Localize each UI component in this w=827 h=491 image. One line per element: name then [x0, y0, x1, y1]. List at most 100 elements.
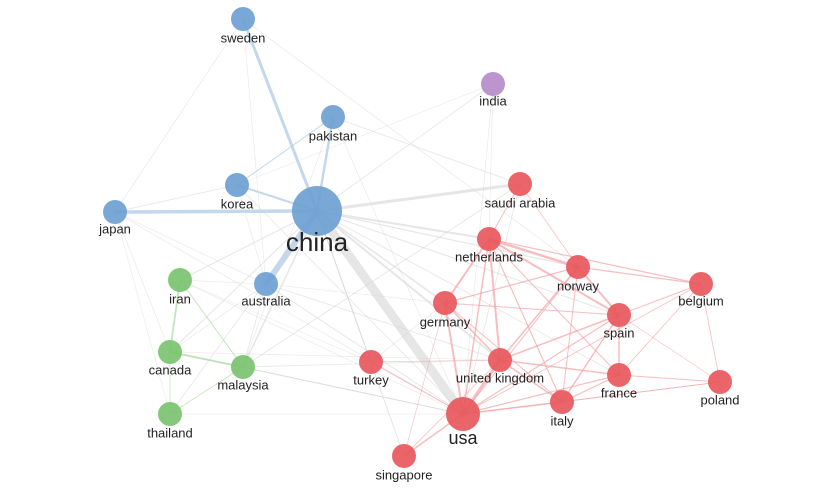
edge-netherlands-united_kingdom [488, 238, 501, 361]
edge-china-india [316, 83, 494, 212]
edge-netherlands-norway [487, 237, 580, 269]
edge-china-spain [316, 210, 620, 316]
node-usa[interactable] [446, 397, 480, 431]
label-pakistan: pakistan [309, 128, 357, 143]
label-norway: norway [557, 278, 599, 293]
label-singapore: singapore [375, 467, 432, 482]
edge-sweden-australia [242, 18, 267, 285]
edge-japan-usa [114, 211, 464, 415]
edge-china-usa [312, 206, 468, 419]
node-spain[interactable] [607, 303, 631, 327]
node-italy[interactable] [550, 390, 574, 414]
label-korea: korea [221, 196, 254, 211]
edge-canada-malaysia [169, 351, 244, 368]
edge-china-sweden [241, 17, 319, 213]
node-netherlands[interactable] [477, 227, 501, 251]
node-india[interactable] [481, 72, 505, 96]
edge-italy-poland [561, 381, 721, 403]
node-turkey[interactable] [359, 350, 383, 374]
edge-australia-usa [265, 283, 464, 415]
edge-saudi_arabia-malaysia [242, 183, 521, 368]
node-sweden[interactable] [231, 7, 255, 31]
label-saudi-arabia: saudi arabia [485, 195, 557, 210]
node-china[interactable] [292, 186, 342, 236]
node-thailand[interactable] [158, 402, 182, 426]
label-iran: iran [169, 291, 191, 306]
node-norway[interactable] [566, 255, 590, 279]
edge-china-japan [113, 209, 319, 214]
edge-netherlands-germany [444, 238, 490, 304]
edge-usa-belgium [462, 283, 702, 415]
label-china: china [286, 227, 349, 257]
network-nodes [103, 7, 732, 468]
edge-usa-germany [444, 302, 464, 415]
node-australia[interactable] [254, 272, 278, 296]
network-labels: chinaswedenpakistankoreajapanaustraliain… [98, 30, 739, 482]
edge-korea-australia [236, 184, 267, 285]
edge-netherlands-spain [488, 238, 620, 316]
node-canada[interactable] [158, 340, 182, 364]
label-malaysia: malaysia [217, 377, 269, 392]
edge-netherlands-belgium [488, 238, 702, 285]
edge-australia-canada [169, 283, 267, 353]
edge-turkey-germany [370, 302, 446, 363]
edge-usa-norway [462, 266, 579, 415]
label-italy: italy [550, 413, 574, 428]
edge-saudi_arabia-usa [462, 183, 521, 415]
edge-china-united_kingdom [316, 210, 501, 361]
node-korea[interactable] [225, 173, 249, 197]
edge-usa-netherlands [462, 238, 490, 415]
edge-australia-malaysia [242, 283, 267, 368]
edge-spain-poland [618, 314, 721, 383]
edge-norway-germany [444, 266, 579, 304]
edge-germany-united_kingdom [444, 302, 501, 361]
label-germany: germany [420, 314, 471, 329]
label-sweden: sweden [221, 30, 266, 45]
edge-australia-germany [265, 283, 446, 304]
edge-pakistan-saudi_arabia [332, 116, 521, 185]
edge-china-thailand [169, 210, 318, 415]
label-spain: spain [603, 325, 634, 340]
node-iran[interactable] [168, 268, 192, 292]
edge-germany-spain [444, 302, 620, 316]
edge-usa-turkey [370, 361, 464, 415]
edge-china-norway [316, 210, 579, 268]
edge-malaysia-thailand [169, 366, 244, 415]
label-japan: japan [98, 221, 131, 236]
node-france[interactable] [607, 363, 631, 387]
edge-united_kingdom-italy [499, 359, 563, 403]
edge-iran-usa [179, 279, 464, 415]
network-edges [113, 17, 721, 457]
node-japan[interactable] [103, 200, 127, 224]
edge-thailand-japan [114, 211, 171, 415]
edge-france-poland [618, 374, 721, 383]
edge-china-germany [316, 210, 446, 304]
label-united-kingdom: united kingdom [456, 370, 544, 385]
edge-japan-canada [114, 211, 171, 353]
edge-sweden-norway [242, 18, 579, 268]
node-singapore[interactable] [392, 444, 416, 468]
edge-canada-united_kingdom [169, 351, 501, 361]
label-thailand: thailand [147, 425, 193, 440]
label-turkey: turkey [353, 372, 389, 387]
node-malaysia[interactable] [231, 355, 255, 379]
node-belgium[interactable] [689, 272, 713, 296]
edge-japan-korea [114, 184, 238, 213]
edge-turkey-united_kingdom [370, 359, 501, 363]
node-saudi-arabia[interactable] [508, 172, 532, 196]
edge-united_kingdom-france [499, 359, 620, 376]
label-canada: canada [149, 362, 192, 377]
edge-india-korea [236, 83, 494, 186]
edge-spain-italy [561, 314, 620, 403]
edge-australia-iran [179, 279, 267, 285]
node-germany[interactable] [433, 291, 457, 315]
edge-france-belgium [618, 283, 702, 376]
edge-korea-pakistan [236, 116, 334, 186]
node-united-kingdom[interactable] [488, 348, 512, 372]
edge-united_kingdom-spain [499, 314, 620, 361]
node-poland[interactable] [708, 370, 732, 394]
node-pakistan[interactable] [321, 105, 345, 129]
edge-china-turkey [316, 210, 372, 363]
edge-iran-canada [169, 279, 181, 353]
